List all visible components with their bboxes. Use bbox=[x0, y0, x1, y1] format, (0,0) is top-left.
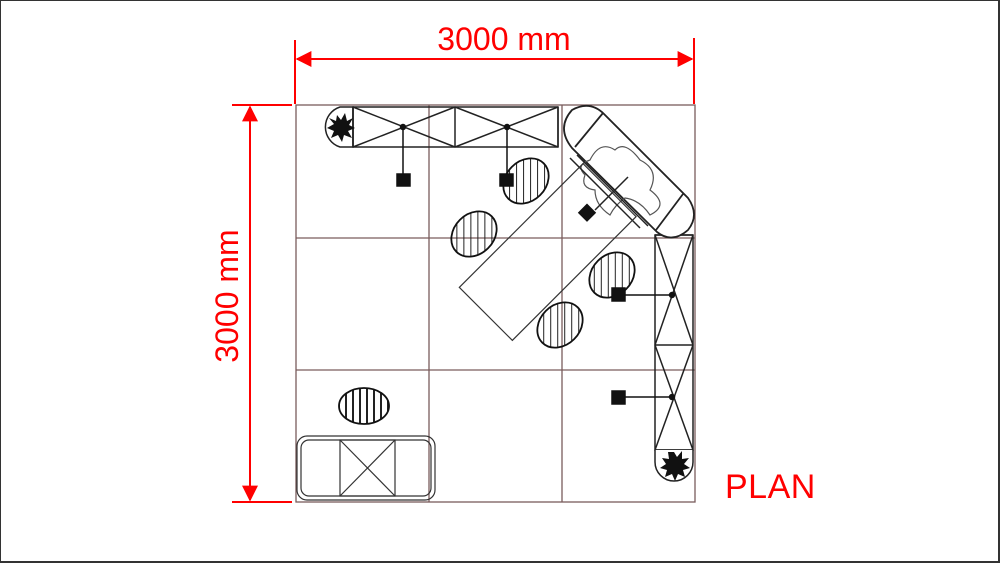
display-shelf bbox=[569, 154, 649, 229]
spotlight-icon bbox=[577, 203, 597, 222]
chair-icon bbox=[338, 387, 390, 425]
chair-icon bbox=[588, 251, 636, 299]
width-dimension bbox=[294, 38, 695, 104]
chair-icon bbox=[502, 157, 550, 205]
back-wall bbox=[324, 106, 559, 148]
width-dimension-label: 3000 mm bbox=[437, 21, 570, 57]
chairs bbox=[338, 157, 636, 425]
chair-icon bbox=[450, 210, 498, 258]
spotlight-icon bbox=[396, 173, 411, 187]
spotlights bbox=[396, 123, 676, 405]
spotlight-icon bbox=[499, 173, 514, 187]
fan-icon bbox=[580, 146, 661, 216]
floor-grid bbox=[295, 104, 696, 503]
plant-icon bbox=[327, 113, 355, 142]
reception-counter bbox=[296, 435, 436, 501]
side-wall bbox=[654, 234, 694, 482]
chair-icon bbox=[536, 301, 584, 349]
spotlight-icon bbox=[611, 287, 626, 302]
meeting-table bbox=[458, 162, 637, 342]
depth-dimension-label: 3000 mm bbox=[209, 229, 245, 362]
spotlight-icon bbox=[611, 390, 626, 405]
plan-title: PLAN bbox=[725, 468, 816, 506]
corner-wall bbox=[563, 104, 695, 239]
plant-icon bbox=[660, 451, 690, 481]
depth-dimension bbox=[232, 104, 292, 503]
